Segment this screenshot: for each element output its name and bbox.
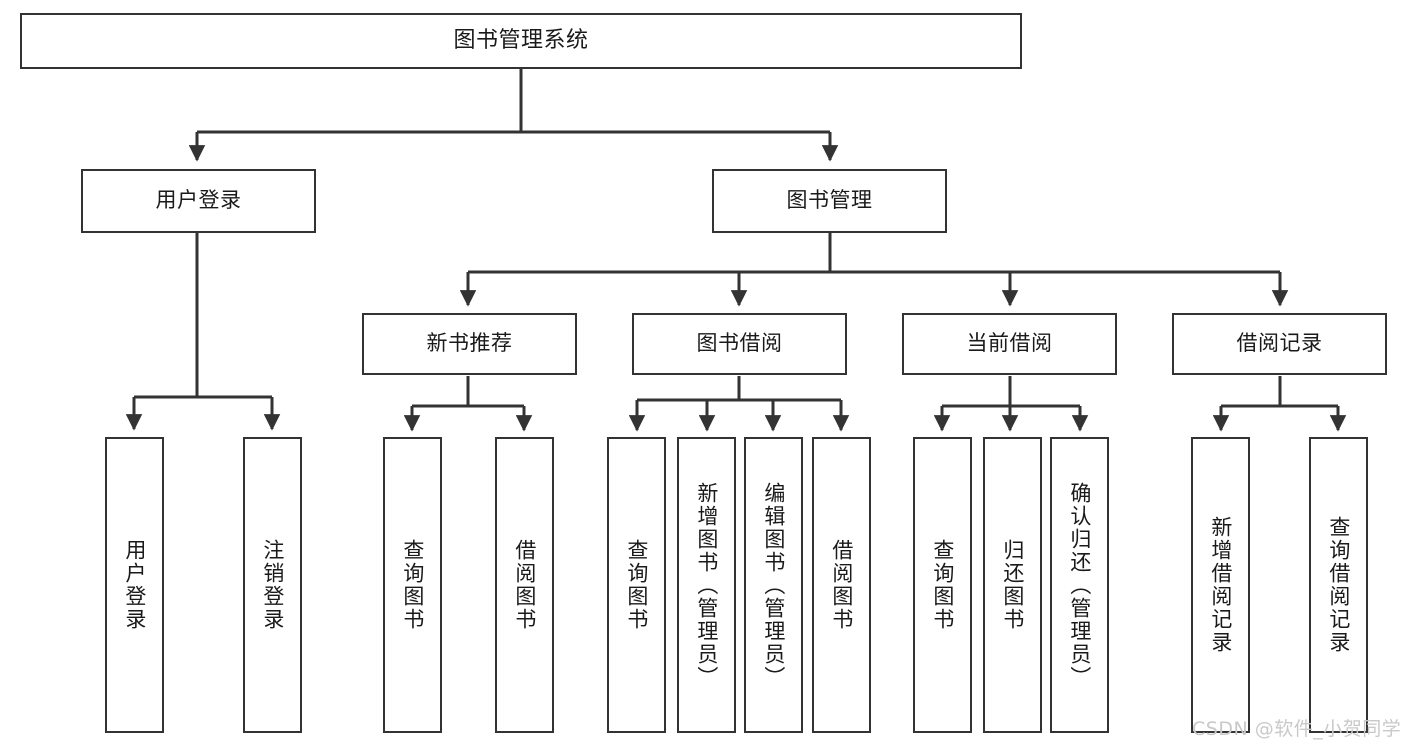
- node-borrow-record[interactable]: 借阅记录: [1172, 313, 1387, 375]
- leaf-borrow-record-add-record[interactable]: 新增借阅记录: [1191, 437, 1250, 733]
- node-current-borrow[interactable]: 当前借阅: [902, 313, 1117, 375]
- node-label: 图书借阅: [696, 331, 783, 356]
- node-label: 查询图书: [930, 539, 955, 631]
- leaf-book-borrow-borrow-book[interactable]: 借阅图书: [812, 437, 871, 733]
- node-label: 查询图书: [624, 539, 649, 631]
- node-user-login[interactable]: 用户登录: [81, 169, 316, 233]
- node-book-borrow[interactable]: 图书借阅: [632, 313, 847, 375]
- node-label: 编辑图书（管理员）: [761, 481, 786, 689]
- node-label: 新增借阅记录: [1208, 516, 1233, 654]
- csdn-watermark: CSDN @软件_小贺同学: [1192, 718, 1402, 740]
- node-new-book-recommend[interactable]: 新书推荐: [362, 313, 577, 375]
- leaf-current-borrow-return-book[interactable]: 归还图书: [983, 437, 1042, 733]
- node-label: 注销登录: [260, 539, 285, 631]
- node-label: 借阅记录: [1236, 331, 1323, 356]
- node-label: 查询借阅记录: [1326, 516, 1351, 654]
- node-label: 借阅图书: [512, 539, 537, 631]
- node-label: 用户登录: [155, 188, 242, 213]
- node-label: 用户登录: [122, 539, 147, 631]
- leaf-borrow-record-query-record[interactable]: 查询借阅记录: [1309, 437, 1368, 733]
- node-label: 当前借阅: [966, 331, 1053, 356]
- node-book-management[interactable]: 图书管理: [712, 169, 947, 233]
- leaf-user-login-logout[interactable]: 注销登录: [243, 437, 302, 733]
- node-label: 确认归还（管理员）: [1067, 481, 1092, 689]
- leaf-user-login-login[interactable]: 用户登录: [105, 437, 164, 733]
- node-label: 新书推荐: [426, 331, 513, 356]
- node-label: 归还图书: [1000, 539, 1025, 631]
- node-label: 图书管理: [786, 188, 873, 213]
- leaf-current-borrow-confirm-return-admin[interactable]: 确认归还（管理员）: [1050, 437, 1109, 733]
- node-label: 查询图书: [400, 539, 425, 631]
- leaf-new-book-query-book[interactable]: 查询图书: [383, 437, 442, 733]
- node-label: 借阅图书: [829, 539, 854, 631]
- leaf-current-borrow-query-book[interactable]: 查询图书: [913, 437, 972, 733]
- node-label: 新增图书（管理员）: [694, 481, 719, 689]
- node-label: 图书管理系统: [453, 27, 589, 53]
- node-root-book-management-system[interactable]: 图书管理系统: [20, 13, 1022, 69]
- leaf-book-borrow-add-book-admin[interactable]: 新增图书（管理员）: [677, 437, 736, 733]
- leaf-book-borrow-query-book[interactable]: 查询图书: [607, 437, 666, 733]
- leaf-book-borrow-edit-book-admin[interactable]: 编辑图书（管理员）: [744, 437, 803, 733]
- leaf-new-book-borrow-book[interactable]: 借阅图书: [495, 437, 554, 733]
